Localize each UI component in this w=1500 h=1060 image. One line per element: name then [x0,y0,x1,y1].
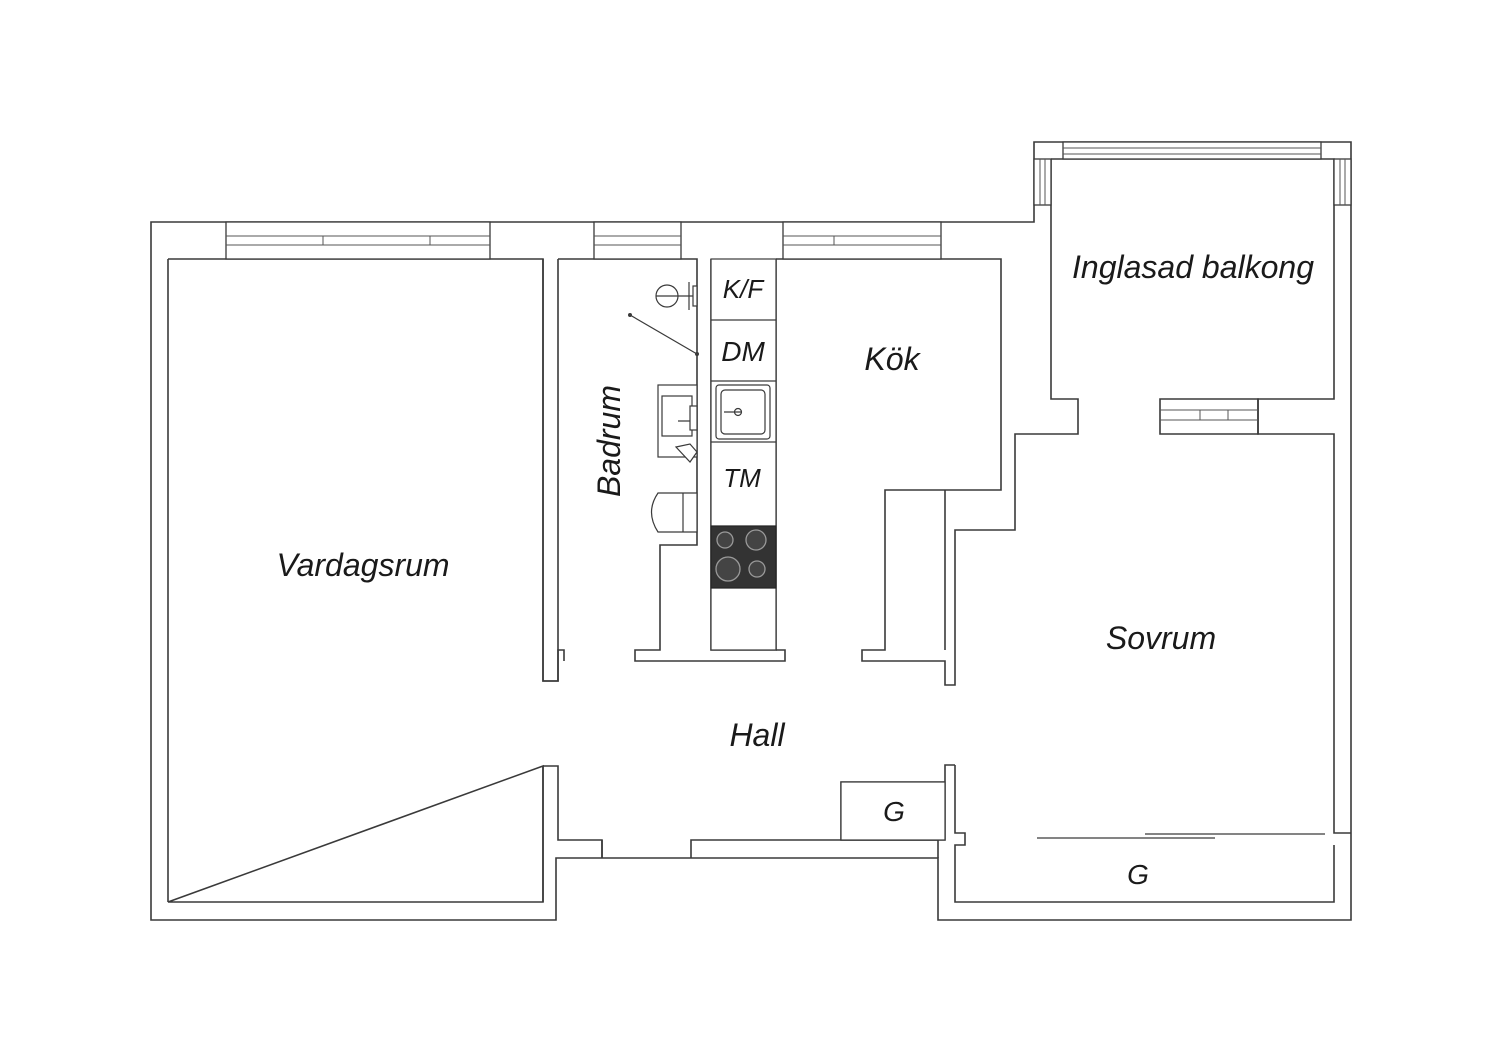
room-label-kitchen: Kök [864,341,921,377]
bedroom-wardrobe-doors [1037,833,1325,839]
room-label-bathroom: Badrum [591,385,627,497]
room-label-bedroom: Sovrum [1106,620,1216,656]
fixture-label-fridge-freezer: K/F [723,274,766,304]
stove [710,525,777,589]
kitchen-counter [710,258,777,651]
fixture-label-hall-wardrobe: G [883,796,905,827]
room-label-balcony: Inglasad balkong [1072,249,1314,285]
shower [628,282,699,356]
fixture-label-dishwasher: DM [721,336,765,367]
windows [225,141,1352,421]
room-label-hall: Hall [729,717,785,753]
fixture-label-washing-machine: TM [723,463,761,493]
room-label-living: Vardagsrum [276,547,449,583]
fixture-label-bedroom-wardrobe: G [1127,859,1149,890]
toilet [650,492,698,533]
hall-wardrobe [840,781,946,841]
bathroom-washbasin [657,384,698,463]
kitchen-sink [715,384,771,440]
